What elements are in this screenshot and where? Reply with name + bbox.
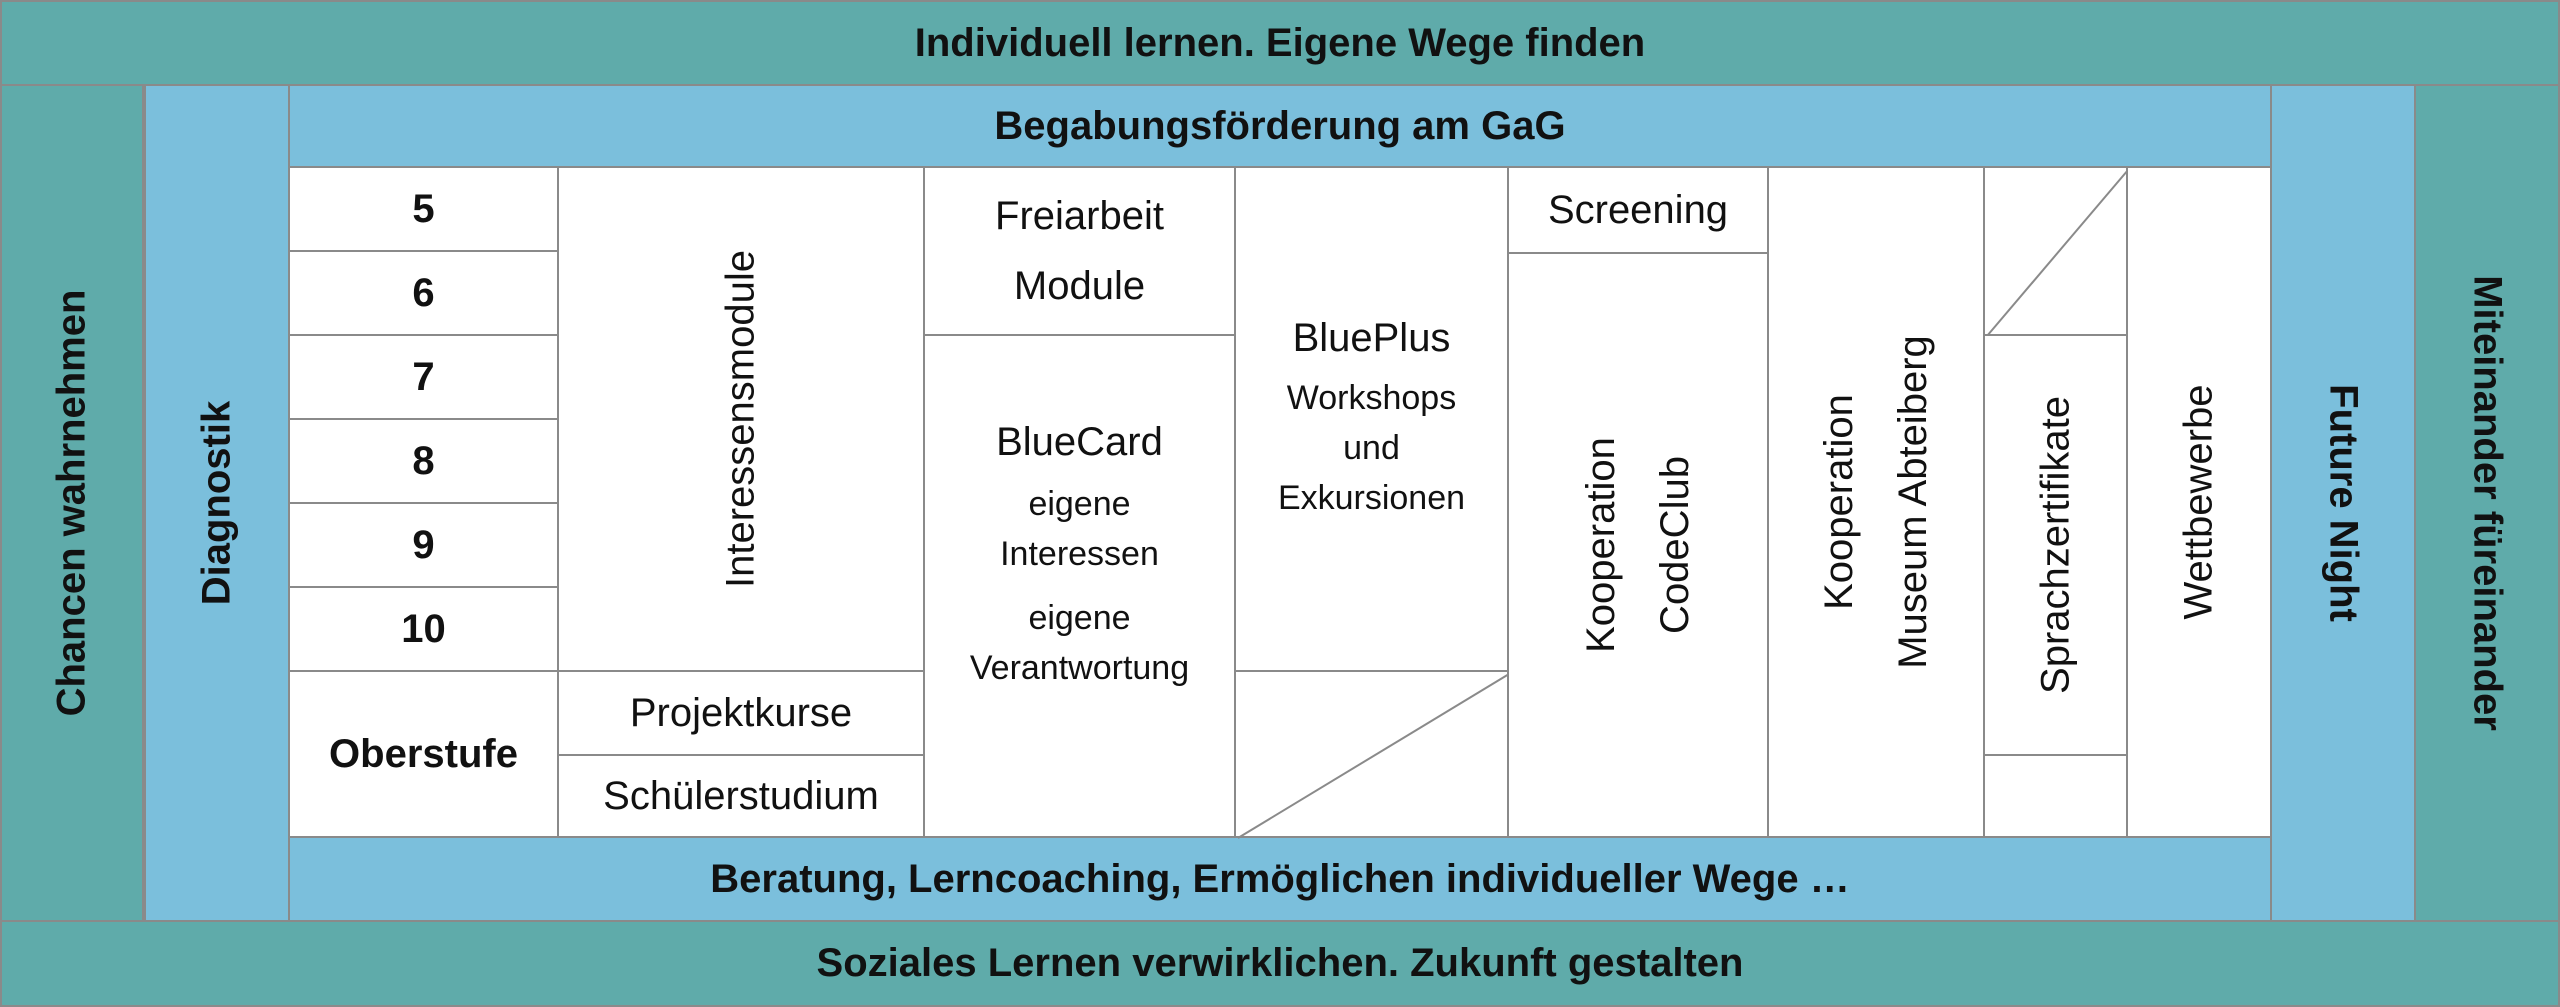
wettbewerbe-label: Wettbewerbe	[2176, 384, 2221, 620]
grade-cell: 8	[288, 418, 559, 504]
inner-footer-text: Beratung, Lerncoaching, Ermöglichen indi…	[710, 856, 1850, 901]
schuelerstudium-label: Schülerstudium	[603, 773, 879, 818]
inner-header-text: Begabungsförderung am GaG	[994, 103, 1566, 148]
diagonal-line	[1986, 169, 2129, 337]
oberstufe-cell: Oberstufe	[288, 670, 559, 838]
codeclub-line: Kooperation	[1579, 437, 1623, 653]
grade-label: 10	[401, 606, 446, 651]
grade-cell: 5	[288, 166, 559, 252]
interessensmodule-cell: Interessensmodule	[557, 166, 925, 672]
screening-cell: Screening	[1507, 166, 1769, 254]
bluecard-cell: BlueCard eigene Interessen eigene Verant…	[923, 334, 1236, 838]
grade-cell: 9	[288, 502, 559, 588]
codeclub-cell: Kooperation CodeClub	[1507, 252, 1769, 838]
bluecard-text: eigene	[1028, 598, 1131, 637]
grade-label: 7	[412, 354, 435, 399]
grade-label: 8	[412, 438, 435, 483]
bluecard-text: Verantwortung	[969, 648, 1190, 687]
diagonal-line	[1237, 673, 1510, 839]
sprach-empty-top	[1983, 166, 2129, 337]
left-banner-text: Chancen wahrnehmen	[49, 289, 94, 717]
freiarbeit-label: Freiarbeit	[995, 194, 1164, 238]
bluecard-title: BlueCard	[996, 419, 1163, 464]
grade-cell: 10	[288, 586, 559, 672]
screening-label: Screening	[1547, 187, 1729, 232]
blueplus-empty-cell	[1234, 670, 1510, 839]
schuelerstudium-cell: Schülerstudium	[557, 754, 925, 838]
left-banner: Chancen wahrnehmen	[0, 84, 144, 922]
grade-cell: 6	[288, 250, 559, 336]
museum-line: Kooperation	[1817, 394, 1861, 610]
grade-cell: 7	[288, 334, 559, 420]
top-banner-text: Individuell lernen. Eigene Wege finden	[914, 20, 1646, 65]
sprachzertifikate-label: Sprachzertifikate	[2033, 396, 2077, 694]
top-banner: Individuell lernen. Eigene Wege finden	[0, 0, 2560, 86]
future-night-column: Future Night	[2270, 84, 2416, 922]
blueplus-title: BluePlus	[1292, 315, 1451, 360]
museum-cell: Kooperation Museum Abteiberg	[1767, 166, 1985, 838]
right-banner: Miteinander füreinander	[2414, 84, 2560, 922]
bottom-banner-text: Soziales Lernen verwirklichen. Zukunft g…	[816, 941, 1744, 985]
grade-label: 5	[412, 186, 435, 231]
diagnostik-column: Diagnostik	[144, 84, 290, 922]
module-label: Module	[1013, 264, 1146, 308]
diagnostik-label: Diagnostik	[194, 400, 239, 606]
codeclub-label: Kooperation CodeClub	[1564, 437, 1712, 653]
bottom-banner: Soziales Lernen verwirklichen. Zukunft g…	[0, 920, 2560, 1007]
right-banner-text: Miteinander füreinander	[2465, 275, 2510, 731]
interessensmodule-label: Interessensmodule	[718, 250, 763, 588]
inner-footer: Beratung, Lerncoaching, Ermöglichen indi…	[288, 836, 2272, 922]
grade-label: 9	[412, 522, 435, 567]
bluecard-text: eigene	[1028, 484, 1131, 523]
blueplus-text: und	[1343, 428, 1400, 467]
sprachzertifikate-cell: Sprachzertifikate	[1983, 334, 2128, 756]
bluecard-text: Interessen	[1000, 534, 1159, 573]
inner-header: Begabungsförderung am GaG	[288, 84, 2272, 168]
future-night-label: Future Night	[2321, 384, 2366, 622]
projektkurse-cell: Projektkurse	[557, 670, 925, 756]
sprach-empty-bottom	[1983, 754, 2128, 838]
wettbewerbe-cell: Wettbewerbe	[2126, 166, 2272, 838]
oberstufe-label: Oberstufe	[329, 731, 518, 776]
museum-line: Museum Abteiberg	[1891, 335, 1935, 669]
codeclub-line: CodeClub	[1653, 456, 1697, 634]
projektkurse-label: Projektkurse	[629, 690, 853, 735]
museum-label: Kooperation Museum Abteiberg	[1802, 335, 1950, 669]
blueplus-text: Workshops	[1286, 378, 1457, 417]
blueplus-text: Exkursionen	[1277, 478, 1466, 517]
blueplus-cell: BluePlus Workshops und Exkursionen	[1234, 166, 1509, 672]
grade-label: 6	[412, 270, 435, 315]
freiarbeit-cell: Freiarbeit Module	[923, 166, 1236, 336]
